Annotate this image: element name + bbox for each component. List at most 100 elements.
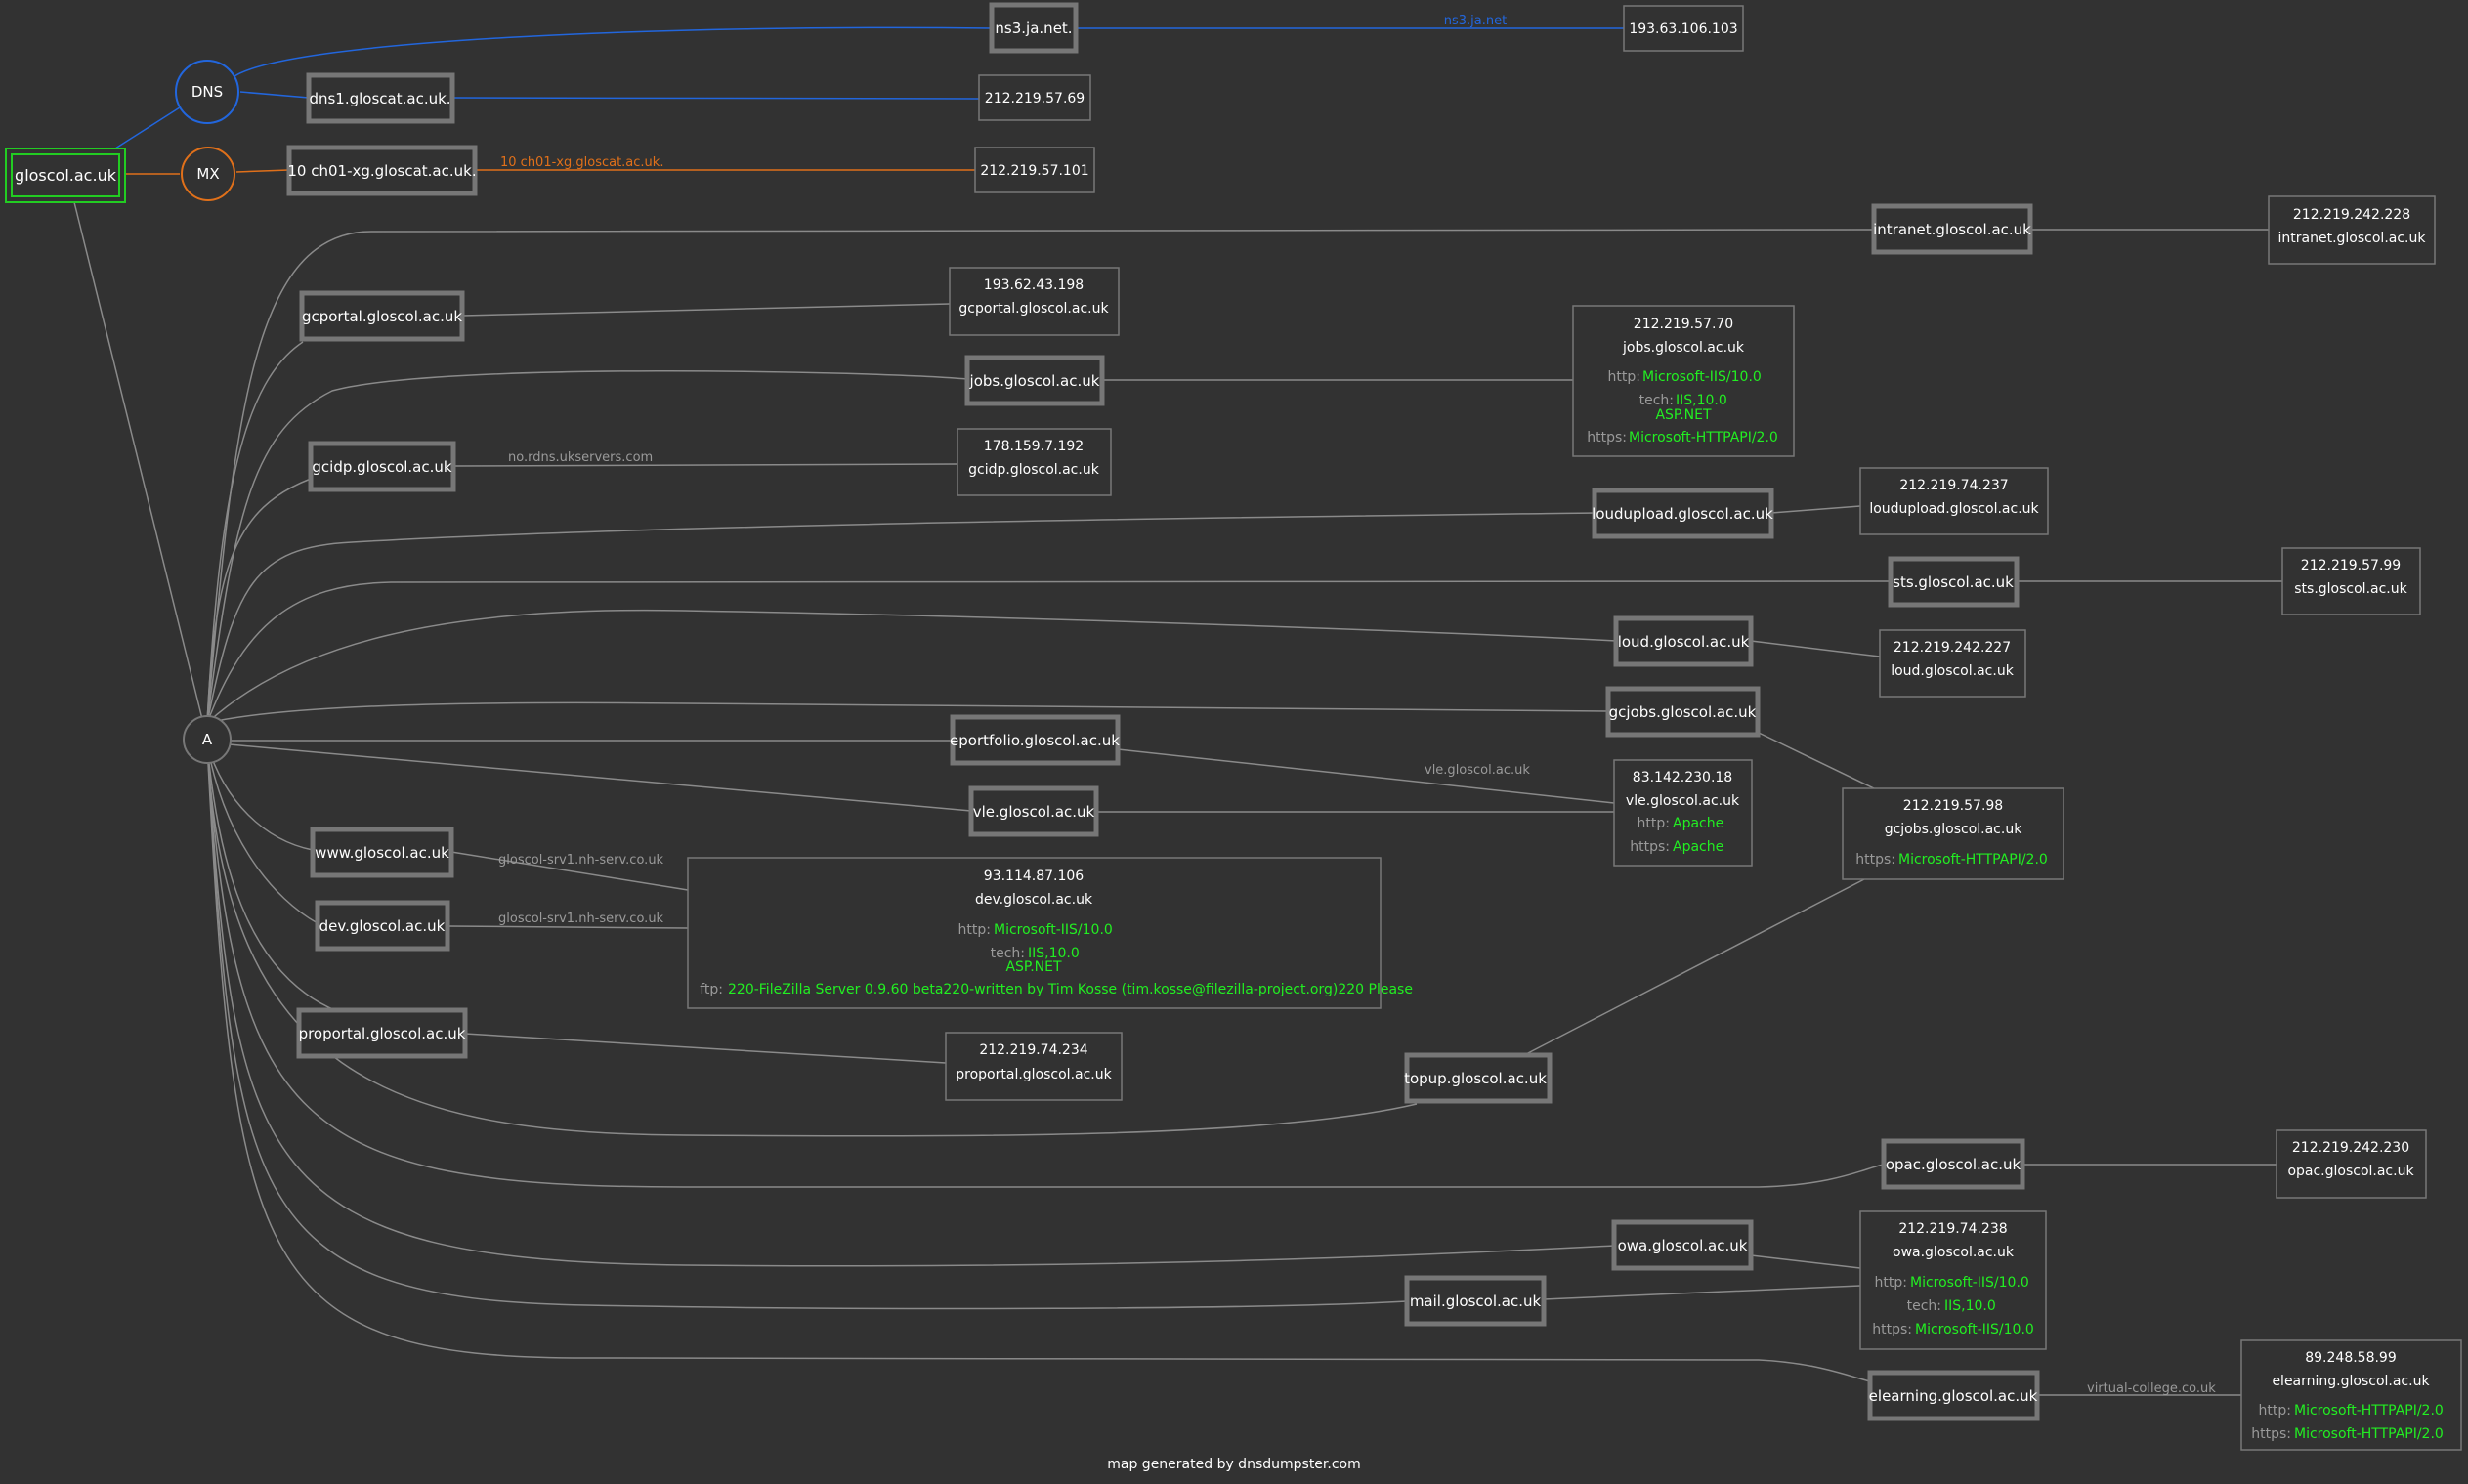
svg-text:dns1.gloscat.ac.uk.: dns1.gloscat.ac.uk.: [309, 90, 450, 107]
ip-sts[interactable]: 212.219.57.99 sts.gloscol.ac.uk: [2281, 547, 2421, 615]
edge-owa-ip: [1750, 1254, 1861, 1269]
svg-text:gcportal.gloscol.ac.uk: gcportal.gloscol.ac.uk: [958, 301, 1109, 317]
svg-text:gcjobs.gloscol.ac.uk: gcjobs.gloscol.ac.uk: [1609, 703, 1757, 721]
edge-a-owa: [206, 743, 1615, 1267]
edge-dns-dns1: [239, 91, 310, 99]
host-eportfolio[interactable]: eportfolio.gloscol.ac.uk: [950, 714, 1121, 766]
svg-text:Microsoft-HTTPAPI/2.0: Microsoft-HTTPAPI/2.0: [2294, 1403, 2444, 1419]
ip-elearning[interactable]: 89.248.58.99 elearning.gloscol.ac.uk htt…: [2240, 1339, 2462, 1451]
svg-text:owa.gloscol.ac.uk: owa.gloscol.ac.uk: [1618, 1237, 1748, 1254]
edge-label-elearning: virtual-college.co.uk: [2087, 1381, 2216, 1396]
edge-a-gcidp: [206, 478, 312, 724]
edge-a-sts: [206, 580, 1892, 724]
ip-gcidp[interactable]: 178.159.7.192 gcidp.gloscol.ac.uk: [957, 428, 1112, 496]
dns-hub[interactable]: DNS: [175, 60, 239, 124]
edge-label-ns3: ns3.ja.net: [1444, 14, 1507, 28]
svg-text:Microsoft-HTTPAPI/2.0: Microsoft-HTTPAPI/2.0: [2294, 1426, 2444, 1442]
svg-text:intranet.gloscol.ac.uk: intranet.gloscol.ac.uk: [1873, 221, 2031, 238]
edge-dns1-ip: [450, 97, 980, 100]
host-loud[interactable]: loud.gloscol.ac.uk: [1613, 615, 1754, 667]
host-nodes: ns3.ja.net. dns1.gloscat.ac.uk. 10 ch01-…: [286, 2, 2040, 1421]
edge-topup-gcjobsip: [1523, 878, 1865, 1056]
ip-proportal[interactable]: 212.219.74.234 proportal.gloscol.ac.uk: [945, 1032, 1123, 1101]
svg-text:89.248.58.99: 89.248.58.99: [2305, 1350, 2397, 1366]
edge-gcjobs-ip: [1758, 732, 1877, 790]
host-owa[interactable]: owa.gloscol.ac.uk: [1611, 1219, 1754, 1271]
host-dns1[interactable]: dns1.gloscat.ac.uk.: [306, 72, 455, 124]
ip-dev[interactable]: 93.114.87.106 dev.gloscol.ac.uk http: Mi…: [687, 857, 1413, 1009]
svg-text:Microsoft-IIS/10.0: Microsoft-IIS/10.0: [994, 922, 1113, 938]
svg-text:193.62.43.198: 193.62.43.198: [984, 277, 1084, 293]
svg-text:http:: http:: [1638, 816, 1670, 831]
host-dev[interactable]: dev.gloscol.ac.uk: [315, 900, 450, 952]
svg-text:212.219.57.70: 212.219.57.70: [1634, 317, 1733, 332]
ip-jobs[interactable]: 212.219.57.70 jobs.gloscol.ac.uk http: M…: [1572, 305, 1795, 457]
svg-text:loud.gloscol.ac.uk: loud.gloscol.ac.uk: [1618, 633, 1750, 651]
svg-text:dev.gloscol.ac.uk: dev.gloscol.ac.uk: [975, 892, 1093, 908]
host-loudupload[interactable]: loudupload.gloscol.ac.uk: [1592, 488, 1774, 539]
mx-hub[interactable]: MX: [181, 147, 235, 201]
ip-gcjobs[interactable]: 212.219.57.98 gcjobs.gloscol.ac.uk https…: [1842, 787, 2064, 880]
svg-text:tech:: tech:: [991, 946, 1025, 961]
svg-text:ftp:: ftp:: [700, 982, 723, 997]
dns-hub-label: DNS: [191, 83, 223, 101]
edge-a-opac: [206, 743, 1885, 1188]
edge-label-dev: gloscol-srv1.nh-serv.co.uk: [498, 912, 664, 926]
ip-dns1[interactable]: 212.219.57.69: [978, 74, 1091, 121]
edge-dev-devip: [447, 925, 689, 929]
svg-text:elearning.gloscol.ac.uk: elearning.gloscol.ac.uk: [1869, 1387, 2038, 1405]
root-label: gloscol.ac.uk: [15, 166, 117, 185]
host-gcidp[interactable]: gcidp.gloscol.ac.uk: [308, 441, 456, 492]
host-vle[interactable]: vle.gloscol.ac.uk: [968, 785, 1099, 837]
host-proportal[interactable]: proportal.gloscol.ac.uk: [296, 1007, 468, 1059]
edge-a-topup: [206, 743, 1418, 1137]
svg-text:mail.gloscol.ac.uk: mail.gloscol.ac.uk: [1410, 1293, 1542, 1310]
host-mail[interactable]: mail.gloscol.ac.uk: [1404, 1275, 1547, 1327]
svg-text:tech:: tech:: [1639, 393, 1674, 408]
edge-www-devip: [450, 851, 689, 891]
svg-text:Microsoft-HTTPAPI/2.0: Microsoft-HTTPAPI/2.0: [1629, 430, 1778, 445]
edge-gcidp-ip: [452, 463, 958, 467]
ip-vle[interactable]: 83.142.230.18 vle.gloscol.ac.uk http: Ap…: [1613, 759, 1753, 867]
svg-text:gcjobs.gloscol.ac.uk: gcjobs.gloscol.ac.uk: [1885, 822, 2023, 837]
ip-intranet[interactable]: 212.219.242.228 intranet.gloscol.ac.uk: [2268, 195, 2436, 265]
svg-text:212.219.242.228: 212.219.242.228: [2293, 207, 2410, 223]
svg-text:IIS,10.0: IIS,10.0: [1676, 393, 1727, 408]
ip-loud[interactable]: 212.219.242.227 loud.gloscol.ac.uk: [1879, 629, 2026, 698]
svg-text:212.219.242.227: 212.219.242.227: [1894, 640, 2011, 656]
host-jobs[interactable]: jobs.gloscol.ac.uk: [964, 355, 1105, 406]
svg-text:elearning.gloscol.ac.uk: elearning.gloscol.ac.uk: [2272, 1374, 2430, 1389]
ip-loudupload[interactable]: 212.219.74.237 loudupload.gloscol.ac.uk: [1859, 467, 2049, 535]
edge-label-vle: vle.gloscol.ac.uk: [1425, 763, 1530, 778]
svg-text:vle.gloscol.ac.uk: vle.gloscol.ac.uk: [973, 803, 1095, 821]
svg-text:212.219.57.101: 212.219.57.101: [980, 163, 1088, 179]
svg-text:212.219.74.234: 212.219.74.234: [979, 1042, 1087, 1058]
host-www[interactable]: www.gloscol.ac.uk: [310, 827, 454, 878]
host-elearning[interactable]: elearning.gloscol.ac.uk: [1867, 1370, 2040, 1421]
host-intranet[interactable]: intranet.gloscol.ac.uk: [1871, 203, 2033, 255]
ip-ns3[interactable]: 193.63.106.103: [1623, 5, 1744, 52]
a-hub[interactable]: A: [183, 715, 232, 764]
svg-text:https:: https:: [1855, 852, 1895, 868]
edge-a-elearning: [206, 743, 1871, 1382]
svg-text:opac.gloscol.ac.uk: opac.gloscol.ac.uk: [2287, 1164, 2414, 1179]
host-gcjobs[interactable]: gcjobs.gloscol.ac.uk: [1605, 686, 1761, 738]
ip-owa[interactable]: 212.219.74.238 owa.gloscol.ac.uk http: M…: [1859, 1210, 2047, 1350]
svg-text:gcidp.gloscol.ac.uk: gcidp.gloscol.ac.uk: [312, 458, 452, 476]
host-topup[interactable]: topup.gloscol.ac.uk: [1404, 1052, 1553, 1104]
root-node[interactable]: gloscol.ac.uk: [5, 148, 126, 203]
host-ns3[interactable]: ns3.ja.net.: [989, 2, 1079, 54]
ip-gcportal[interactable]: 193.62.43.198 gcportal.gloscol.ac.uk: [949, 267, 1120, 336]
host-gcportal[interactable]: gcportal.gloscol.ac.uk: [299, 290, 465, 342]
svg-text:https:: https:: [2251, 1426, 2291, 1442]
host-sts[interactable]: sts.gloscol.ac.uk: [1888, 556, 2020, 608]
host-mx[interactable]: 10 ch01-xg.gloscat.ac.uk.: [286, 145, 478, 196]
ip-opac[interactable]: 212.219.242.230 opac.gloscol.ac.uk: [2276, 1129, 2427, 1199]
edge-root-a: [73, 201, 204, 724]
svg-text:212.219.74.237: 212.219.74.237: [1899, 478, 2008, 493]
svg-text:212.219.57.98: 212.219.57.98: [1903, 798, 2003, 814]
host-opac[interactable]: opac.gloscol.ac.uk: [1881, 1138, 2025, 1190]
svg-text:Microsoft-IIS/10.0: Microsoft-IIS/10.0: [1910, 1275, 2029, 1291]
ip-mx[interactable]: 212.219.57.101: [974, 147, 1095, 193]
